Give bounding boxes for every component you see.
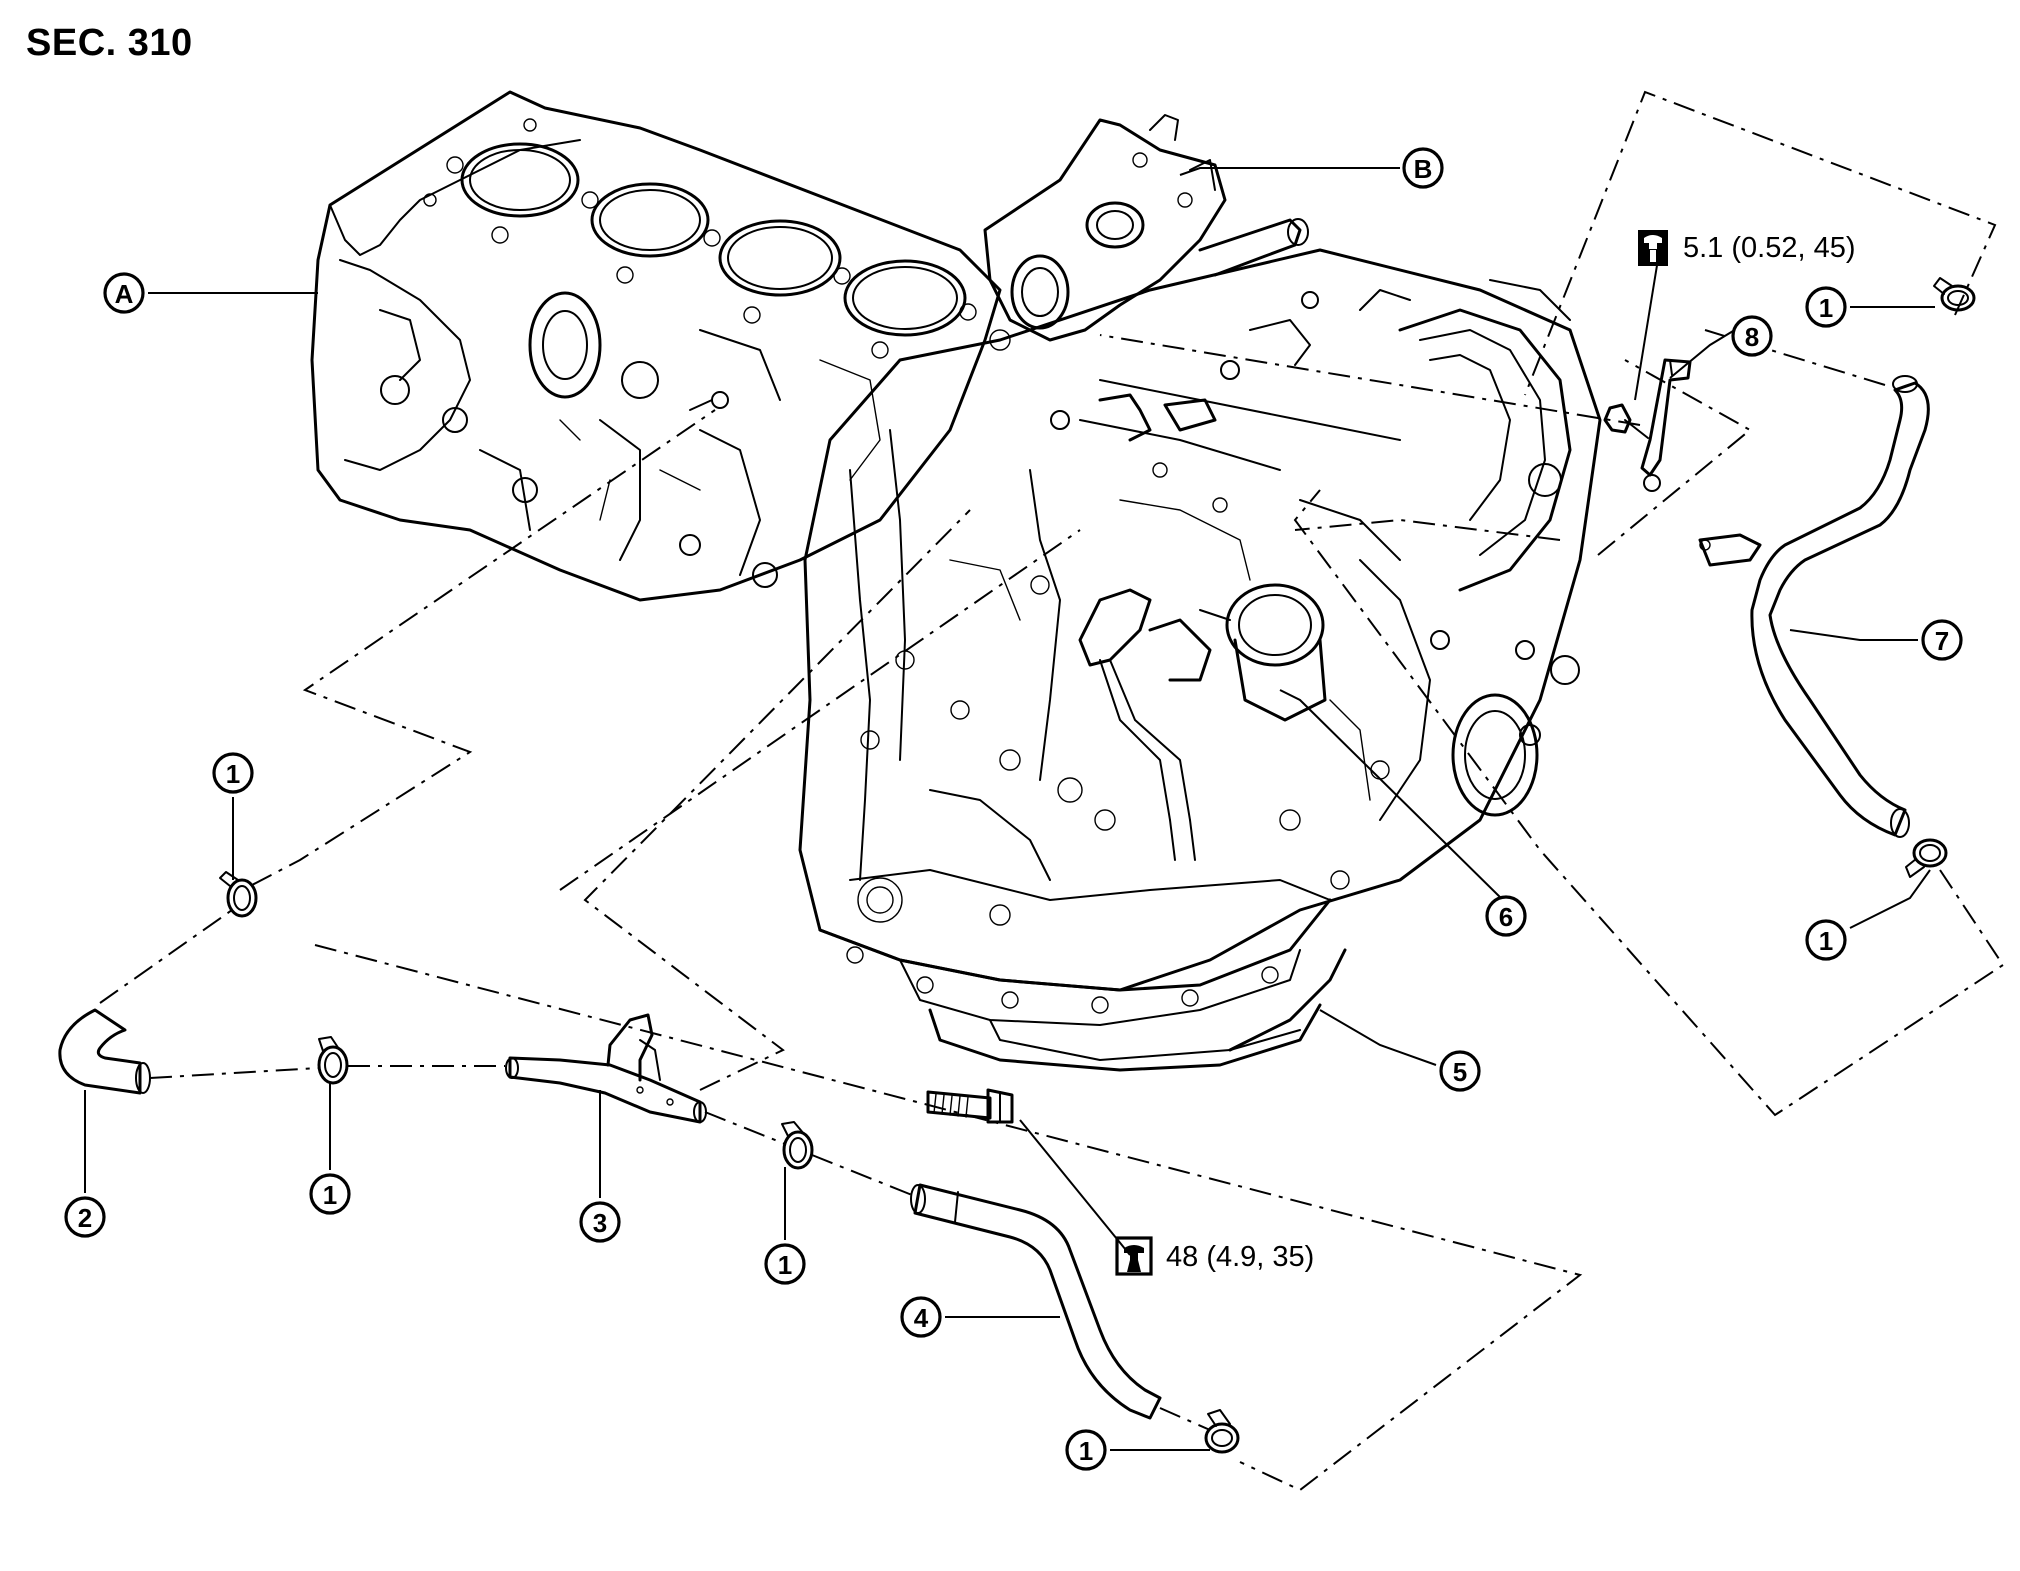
callout-label-A: A — [115, 279, 134, 309]
water-outlet-housing — [983, 114, 1309, 342]
callout-label-B: B — [1414, 154, 1433, 184]
torque-wrench-icon — [1115, 1236, 1153, 1276]
callout-4: 4 — [900, 1296, 942, 1338]
callout-label-5: 5 — [1453, 1057, 1467, 1087]
callout-B: B — [1402, 147, 1444, 189]
callout-3: 3 — [579, 1201, 621, 1243]
callout-1-clamp-e: 1 — [1805, 286, 1847, 328]
leader-lines — [84, 167, 1935, 1451]
hose-clamp — [219, 277, 1976, 1454]
callout-label-7: 7 — [1935, 626, 1949, 656]
callout-2: 2 — [64, 1196, 106, 1238]
water-hose-2 — [58, 1008, 151, 1095]
callout-label-1: 1 — [226, 759, 240, 789]
callout-1-clamp-f: 1 — [1805, 919, 1847, 961]
callout-1-clamp-a: 1 — [212, 752, 254, 794]
callout-label-1: 1 — [1819, 926, 1833, 956]
bracket-8 — [1640, 358, 1692, 492]
engine-block-assembly — [310, 90, 1002, 602]
callout-8: 8 — [1731, 315, 1773, 357]
callout-5: 5 — [1439, 1050, 1481, 1092]
section-title: SEC. 310 — [26, 22, 193, 64]
torque-wrench-icon — [1638, 230, 1668, 266]
water-hose-7 — [1698, 375, 1930, 838]
callout-label-4: 4 — [914, 1303, 929, 1333]
callout-label-2: 2 — [78, 1203, 92, 1233]
callout-label-3: 3 — [593, 1208, 607, 1238]
torque-spec-small: 5.1 (0.52, 45) — [1638, 230, 1856, 266]
bolt-large — [926, 1088, 1014, 1124]
callout-label-1: 1 — [323, 1180, 337, 1210]
callout-label-1: 1 — [1819, 293, 1833, 323]
bolt-small — [1603, 403, 1649, 439]
torque-spec-large: 48 (4.9, 35) — [1115, 1236, 1314, 1276]
callout-label-8: 8 — [1745, 322, 1759, 352]
callout-label-6: 6 — [1499, 902, 1513, 932]
assembly-lines — [99, 90, 2005, 1492]
callout-7: 7 — [1921, 619, 1963, 661]
torque-value-small: 5.1 (0.52, 45) — [1683, 232, 1856, 264]
callout-1-clamp-d: 1 — [1065, 1429, 1107, 1471]
callout-1-clamp-b: 1 — [309, 1173, 351, 1215]
callout-1-clamp-c: 1 — [764, 1243, 806, 1285]
callout-label-1: 1 — [1079, 1436, 1093, 1466]
callout-A: A — [103, 272, 145, 314]
water-pipe-3 — [505, 1013, 707, 1124]
transaxle-and-oil-pan — [798, 248, 1602, 1072]
water-hose-4 — [910, 1183, 1162, 1420]
callout-6: 6 — [1485, 895, 1527, 937]
callout-label-1: 1 — [778, 1250, 792, 1280]
torque-value-large: 48 (4.9, 35) — [1166, 1241, 1314, 1273]
